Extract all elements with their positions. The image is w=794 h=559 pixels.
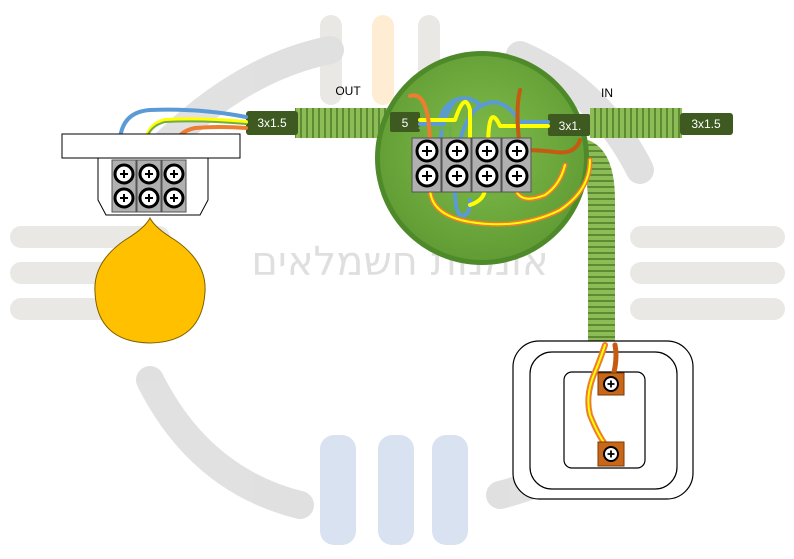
switch-mechanism — [563, 371, 646, 469]
lamp-fixture — [61, 107, 248, 344]
in-label: IN — [601, 86, 613, 100]
cable-left-tag — [246, 111, 298, 135]
cable-in: 3x1.5 — [590, 108, 733, 138]
junction-screws — [415, 139, 529, 188]
light-bulb — [94, 216, 206, 344]
switch-terminal-top — [597, 372, 625, 396]
lamp-base-plate — [61, 133, 241, 159]
cable-right-label: 3x1.5 — [691, 117, 721, 131]
cable-right-tag — [680, 113, 733, 135]
cable-in-inner-tag — [548, 114, 590, 136]
cable-mid-tag — [390, 112, 420, 132]
cable-left-label: 3x1.5 — [257, 116, 287, 130]
cable-in-inner-label: 3x1. — [559, 119, 582, 133]
lamp-screws — [113, 163, 185, 209]
out-label: OUT — [335, 84, 361, 98]
light-switch — [512, 340, 694, 500]
cable-out: 3x1.5 — [246, 108, 390, 138]
cable-mid-label: 5 — [402, 116, 409, 130]
junction-box: 5 3x1. — [375, 51, 593, 265]
switch-terminal-bottom — [597, 441, 625, 467]
cable-switch — [575, 140, 615, 345]
